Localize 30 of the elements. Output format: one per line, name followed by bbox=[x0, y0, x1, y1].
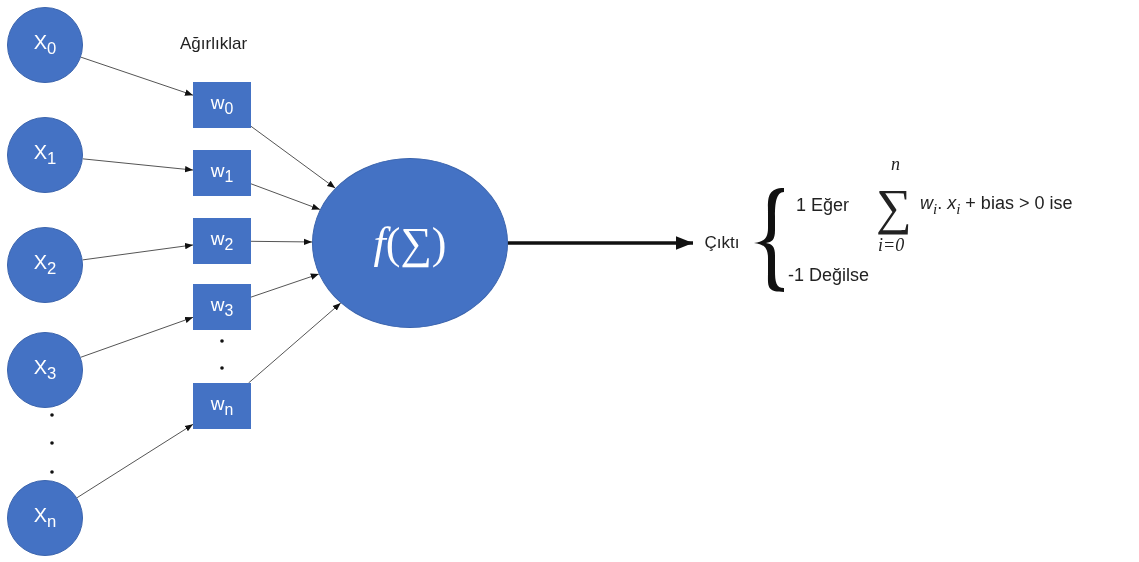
weight-box: w$_{n}$ bbox=[193, 383, 251, 429]
neuron-ellipse: f(∑) bbox=[312, 158, 508, 328]
arrow bbox=[250, 183, 321, 210]
input-circle: X$_{2}$ bbox=[7, 227, 83, 303]
heading: Ağırlıklar bbox=[180, 34, 248, 54]
formula-text: i=0 bbox=[878, 234, 905, 256]
arrow bbox=[76, 423, 194, 499]
output-label: Çıktı bbox=[695, 231, 749, 255]
weight-box: w$_{0}$ bbox=[193, 82, 251, 128]
arrow bbox=[250, 238, 313, 246]
formula-text: n bbox=[891, 153, 900, 175]
weight-box: w$_{3}$ bbox=[193, 284, 251, 330]
sum-symbol: ∑ bbox=[876, 178, 912, 236]
formula-text: -1 Değilse bbox=[788, 264, 870, 286]
input-circle: X$_{n}$ bbox=[7, 480, 83, 556]
input-circle: X$_{0}$ bbox=[7, 7, 83, 83]
arrow bbox=[508, 236, 693, 250]
arrow bbox=[82, 242, 194, 261]
input-circle: X$_{3}$ bbox=[7, 332, 83, 408]
weight-box: w$_{1}$ bbox=[193, 150, 251, 196]
arrow bbox=[248, 302, 342, 384]
arrow bbox=[82, 158, 194, 173]
input-circle: X$_{1}$ bbox=[7, 117, 83, 193]
formula-text: w$_{i}$. x$_{i}$ + bias > 0 ise bbox=[920, 192, 1073, 218]
arrow bbox=[250, 125, 336, 189]
arrow bbox=[80, 56, 194, 96]
weight-box: w$_{2}$ bbox=[193, 218, 251, 264]
arrow bbox=[250, 273, 320, 298]
arrow bbox=[80, 316, 194, 358]
formula-text: 1 Eğer bbox=[796, 194, 850, 216]
